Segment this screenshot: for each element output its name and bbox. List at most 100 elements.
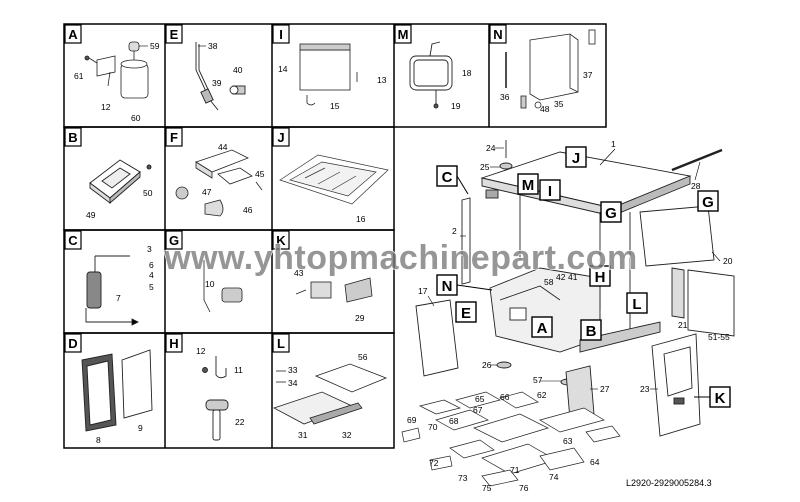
svg-text:B: B (68, 130, 77, 145)
svg-text:N: N (442, 278, 453, 295)
panel-e-drawing (195, 42, 246, 111)
callout-M: M (517, 173, 539, 195)
panel-a-drawing (84, 41, 149, 99)
panel-letter-N: N (489, 24, 507, 44)
part-label: 15 (330, 101, 340, 111)
svg-text:G: G (169, 233, 179, 248)
callout-E: E (455, 301, 477, 323)
panel-letter-M: M (394, 24, 412, 44)
panel-j-drawing (279, 154, 389, 205)
svg-text:G: G (702, 194, 714, 211)
svg-text:69: 69 (407, 415, 417, 425)
panel-n-drawing (505, 29, 596, 109)
svg-text:65: 65 (475, 394, 485, 404)
part-label: 8 (96, 435, 101, 445)
svg-text:20: 20 (723, 256, 733, 266)
main-part-labels: 1 2 24 25 28 17 20 21 51-55 58 42 41 26 … (407, 139, 733, 493)
cab-assembly-drawing (415, 140, 735, 437)
svg-text:D: D (68, 336, 77, 351)
svg-text:62: 62 (537, 390, 547, 400)
panel-b-drawing (89, 159, 152, 204)
part-label: 34 (288, 378, 298, 388)
panel-letter-A: A (64, 24, 82, 44)
svg-text:68: 68 (449, 416, 459, 426)
svg-text:A: A (68, 27, 78, 42)
svg-text:M: M (398, 27, 409, 42)
svg-text:25: 25 (480, 162, 490, 172)
panel-letter-J: J (272, 127, 290, 147)
part-label: 31 (298, 430, 308, 440)
svg-text:H: H (595, 269, 606, 286)
svg-text:66: 66 (500, 392, 510, 402)
part-label: 40 (233, 65, 243, 75)
callout-G: G (600, 201, 622, 223)
panel-letter-H: H (165, 333, 183, 353)
part-label: 47 (202, 187, 212, 197)
svg-text:73: 73 (458, 473, 468, 483)
part-label: 48 (540, 104, 550, 114)
svg-text:72: 72 (429, 458, 439, 468)
svg-text:1: 1 (611, 139, 616, 149)
svg-text:C: C (68, 233, 78, 248)
panel-d-drawing (81, 349, 153, 432)
part-label: 11 (234, 365, 243, 375)
panel-letter-F: F (165, 127, 183, 147)
part-label: 9 (138, 423, 143, 433)
svg-text:N: N (493, 27, 502, 42)
part-label: 60 (131, 113, 141, 123)
watermark-text: www.yhtopmachinepart.com (163, 239, 638, 277)
part-label: 43 (294, 268, 304, 278)
svg-text:J: J (277, 130, 284, 145)
svg-text:28: 28 (691, 181, 701, 191)
part-label: 37 (583, 70, 593, 80)
svg-text:41: 41 (568, 272, 578, 282)
svg-text:F: F (170, 130, 178, 145)
part-label: 10 (205, 279, 215, 289)
svg-text:I: I (279, 27, 283, 42)
callout-C: C (436, 165, 469, 195)
svg-text:C: C (442, 169, 453, 186)
svg-text:24: 24 (486, 143, 496, 153)
part-label: 50 (143, 188, 153, 198)
part-label: 4 (149, 270, 154, 280)
panel-letter-E: E (165, 24, 183, 44)
part-label: 5 (149, 282, 154, 292)
svg-text:57: 57 (533, 375, 543, 385)
svg-text:E: E (461, 305, 471, 322)
panel-letter-B: B (64, 127, 82, 147)
svg-text:L: L (632, 296, 641, 313)
panel-grid (63, 23, 607, 449)
panel-h-drawing (202, 356, 229, 441)
part-label: 33 (288, 365, 298, 375)
callout-N: N (436, 274, 493, 296)
svg-text:51-55: 51-55 (708, 332, 730, 342)
callout-K: K (694, 386, 731, 408)
part-label: 16 (356, 214, 366, 224)
floor-mats-drawing (401, 391, 621, 487)
svg-text:A: A (537, 320, 548, 337)
callout-B: B (580, 319, 602, 341)
panel-i-drawing (299, 43, 358, 106)
document-id: L2920-2929005284.3 (626, 478, 712, 488)
svg-text:E: E (170, 27, 179, 42)
svg-text:K: K (715, 390, 726, 407)
svg-text:23: 23 (640, 384, 650, 394)
part-label: 36 (500, 92, 510, 102)
svg-text:L: L (277, 336, 285, 351)
svg-text:M: M (522, 177, 535, 194)
svg-text:17: 17 (418, 286, 428, 296)
svg-text:27: 27 (600, 384, 610, 394)
part-label: 19 (451, 101, 461, 111)
part-label: 61 (74, 71, 84, 81)
leader-lines (427, 147, 721, 390)
svg-text:75: 75 (482, 483, 492, 493)
panel-letter-L: L (272, 333, 290, 353)
part-label: 59 (150, 41, 160, 51)
part-label: 29 (355, 313, 365, 323)
svg-text:G: G (605, 205, 617, 222)
part-label: 46 (243, 205, 253, 215)
svg-text:2: 2 (452, 226, 457, 236)
part-label: 13 (377, 75, 387, 85)
svg-text:70: 70 (428, 422, 438, 432)
callout-G: G (697, 190, 719, 212)
